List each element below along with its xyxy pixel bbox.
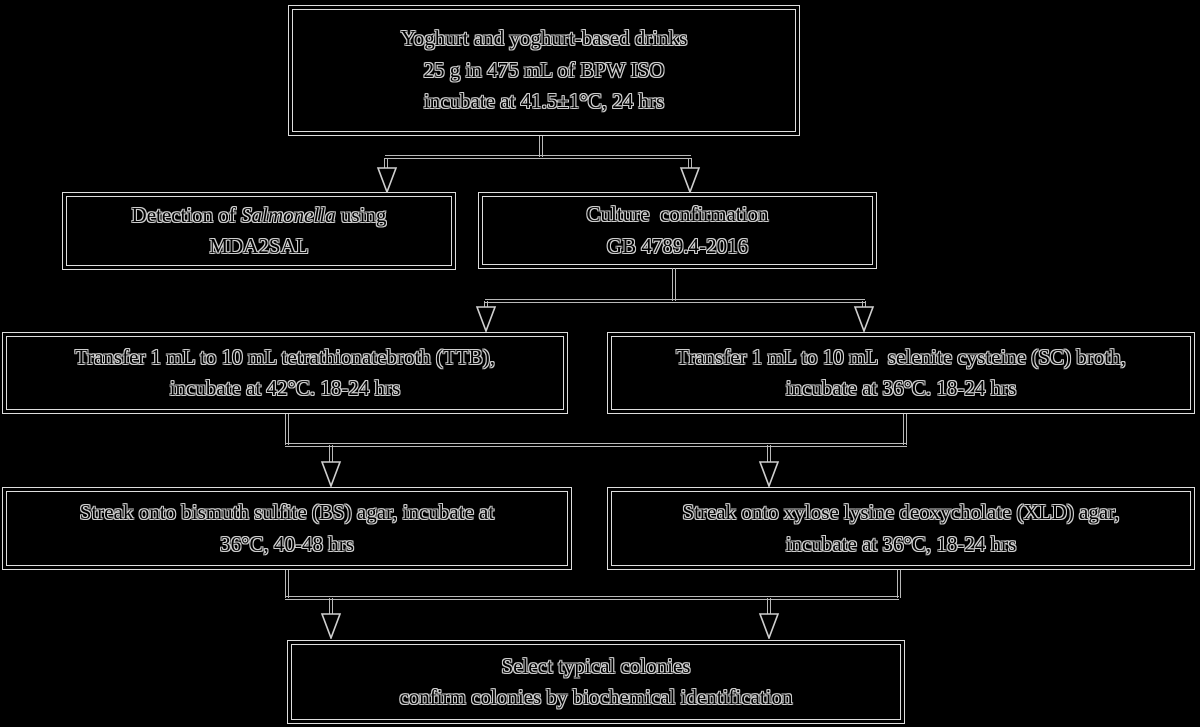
connector-row4-branch [285, 443, 907, 447]
arrowhead-down-to-ttb-icon [475, 306, 497, 332]
node-sc-broth: Transfer 1 mL to 10 mL selenite cysteine… [607, 332, 1195, 414]
node-ttb-broth: Transfer 1 mL to 10 mL tetrathionatebrot… [2, 332, 568, 414]
connector-row2-branch [385, 155, 691, 159]
node-sc-broth-label: Transfer 1 mL to 10 mL selenite cysteine… [676, 344, 1126, 401]
node-sample-preparation: Yoghurt and yoghurt-based drinks 25 g in… [288, 5, 800, 136]
node-select-colonies: Select typical colonies confirm colonies… [287, 640, 905, 724]
arrowhead-down-to-mda-icon [376, 167, 398, 193]
mda-label-suffix: using MDA2SAL [209, 202, 387, 259]
connector-sc-drop [903, 414, 907, 445]
node-mda2sal-detection: Detection of Salmonella using MDA2SAL [62, 192, 456, 270]
connector-stub-to-culture [688, 158, 692, 168]
connector-stub-to-bs [329, 445, 333, 462]
mda-label-salmonella-italic: Salmonella [241, 202, 336, 227]
node-sample-preparation-label: Yoghurt and yoghurt-based drinks 25 g in… [400, 26, 688, 114]
connector-stub-to-mda [384, 158, 388, 168]
connector-culture-drop [672, 268, 676, 301]
connector-ttb-drop [285, 414, 289, 445]
node-xld-agar-label: Streak onto xylose lysine deoxycholate (… [682, 500, 1120, 556]
connector-bs-drop [285, 570, 289, 598]
connector-stub-to-sc [862, 301, 866, 308]
node-culture-confirmation: Culture confirmation GB 4789.4-2016 [478, 192, 877, 269]
connector-select-branch [285, 596, 899, 600]
node-ttb-broth-label: Transfer 1 mL to 10 mL tetrathionatebrot… [75, 344, 495, 401]
connector-stub-to-ttb [484, 301, 488, 308]
node-culture-confirmation-label: Culture confirmation GB 4789.4-2016 [586, 202, 769, 258]
node-bs-agar-label: Streak onto bismuth sulfite (BS) agar, i… [79, 500, 495, 556]
node-xld-agar: Streak onto xylose lysine deoxycholate (… [607, 487, 1195, 570]
arrowhead-down-to-sc-icon [853, 306, 875, 332]
arrowhead-down-to-xld-icon [758, 461, 780, 487]
connector-stub-to-select-right [767, 598, 771, 614]
connector-stub-to-select-left [329, 598, 333, 614]
arrowhead-down-to-select-left-icon [320, 613, 342, 639]
node-bs-agar: Streak onto bismuth sulfite (BS) agar, i… [2, 487, 572, 570]
connector-row3-branch [485, 299, 865, 303]
arrowhead-down-to-select-right-icon [758, 613, 780, 639]
connector-xld-drop [897, 570, 901, 598]
node-mda2sal-detection-label: Detection of Salmonella using MDA2SAL [132, 200, 387, 263]
connector-sample-drop [539, 136, 543, 157]
mda-label-prefix: Detection of [131, 202, 242, 227]
arrowhead-down-to-bs-icon [320, 461, 342, 487]
connector-stub-to-xld [767, 445, 771, 462]
node-select-colonies-label: Select typical colonies confirm colonies… [399, 653, 793, 710]
arrowhead-down-to-culture-icon [679, 167, 701, 193]
